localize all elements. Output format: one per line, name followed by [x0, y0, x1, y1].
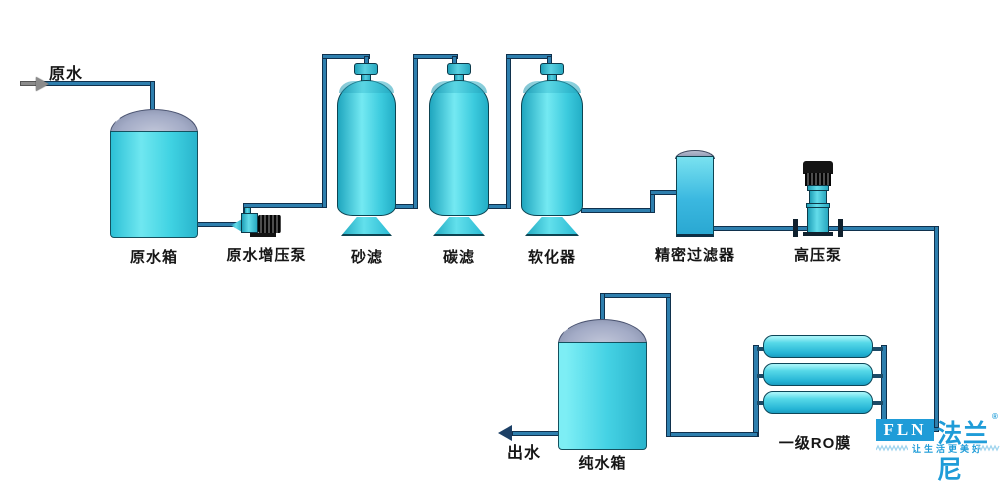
softener-base	[525, 217, 579, 236]
pure-water-tank-label: 纯水箱	[578, 455, 627, 472]
pipe-top-run-1	[322, 54, 370, 59]
pipe-riser-2	[413, 54, 418, 209]
hp-pump-lower-body	[807, 207, 829, 233]
carbon-filter-label: 碳滤	[442, 249, 475, 266]
softener-vessel	[521, 80, 583, 216]
raw-water-tank	[110, 131, 198, 238]
hp-pump-right-flange	[838, 219, 843, 237]
softener-shoulder	[523, 81, 581, 93]
carbon-filter-base	[433, 217, 485, 236]
ro-stub	[757, 374, 765, 378]
pure-water-tank	[558, 342, 647, 450]
pure-water-tank-dome	[558, 319, 647, 344]
sand-filter-vessel	[337, 80, 396, 216]
ro-stub	[871, 374, 883, 378]
pipe-outlet	[512, 431, 560, 436]
hp-pump-base	[803, 232, 833, 236]
ro-stub	[871, 347, 883, 351]
outlet-arrow-icon	[498, 425, 512, 441]
carbon-filter-vessel	[429, 80, 489, 216]
ro-stub	[871, 401, 883, 405]
pipe-riser-3	[506, 54, 511, 209]
ro-stub	[757, 347, 765, 351]
precision-filter-vessel	[676, 156, 714, 237]
pipe-top-run-3	[506, 54, 552, 59]
pipe-ro-left-manifold	[753, 345, 759, 437]
softener-label: 软化器	[527, 249, 576, 266]
hp-pump-left-flange	[793, 219, 798, 237]
outlet-water-label: 出水	[506, 445, 541, 462]
booster-pump-motor	[258, 215, 281, 233]
hp-pump-label: 高压泵	[793, 247, 842, 264]
hp-pump-upper-body	[809, 190, 827, 204]
logo-zigzag-left-decoration	[876, 444, 908, 452]
inlet-water-label: 原水	[48, 66, 83, 83]
pipe-softener-out	[581, 208, 655, 213]
brand-logo-acronym: FLN	[876, 419, 934, 441]
ro-membrane-cylinder-3	[763, 391, 873, 414]
hp-pump-motor-cap	[803, 161, 833, 174]
pipe-ro-riser-up	[666, 293, 671, 437]
booster-pump-inlet-cone	[231, 219, 242, 232]
brand-logo-name: 法兰尼	[937, 421, 990, 484]
pipe-top-run-2	[413, 54, 458, 59]
pipe-riser-1	[322, 54, 327, 208]
booster-pump-label: 原水增压泵	[226, 247, 307, 264]
brand-logo-tagline: 让生活更美好	[912, 444, 985, 454]
carbon-filter-shoulder	[431, 81, 487, 93]
pipe-hp-downcomer	[934, 226, 939, 432]
sand-filter-base	[341, 217, 392, 236]
ro-stub	[757, 401, 765, 405]
logo-zigzag-right-decoration	[977, 444, 1000, 452]
inlet-arrow-icon	[36, 77, 49, 91]
pipe-to-puretank-top	[600, 293, 671, 298]
precision-filter-label: 精密过滤器	[654, 247, 735, 264]
pipe-tank-to-pump	[196, 222, 238, 227]
hp-pump-motor-fins	[805, 173, 831, 186]
sand-filter-shoulder	[339, 81, 394, 93]
booster-pump-head	[241, 213, 258, 233]
booster-pump-top-stub	[244, 207, 251, 214]
ro-membrane-cylinder-2	[763, 363, 873, 386]
brand-logo-registered-mark: ®	[992, 412, 998, 421]
raw-water-tank-label: 原水箱	[129, 249, 178, 266]
ro-membrane-label: 一级RO膜	[778, 435, 852, 452]
sand-filter-label: 砂滤	[350, 249, 383, 266]
ro-membrane-cylinder-1	[763, 335, 873, 358]
pipe-ro-bottom-run	[668, 432, 758, 437]
booster-pump-base	[250, 233, 276, 237]
raw-water-tank-dome	[110, 109, 198, 133]
pipe-pump-top-run	[243, 203, 327, 208]
